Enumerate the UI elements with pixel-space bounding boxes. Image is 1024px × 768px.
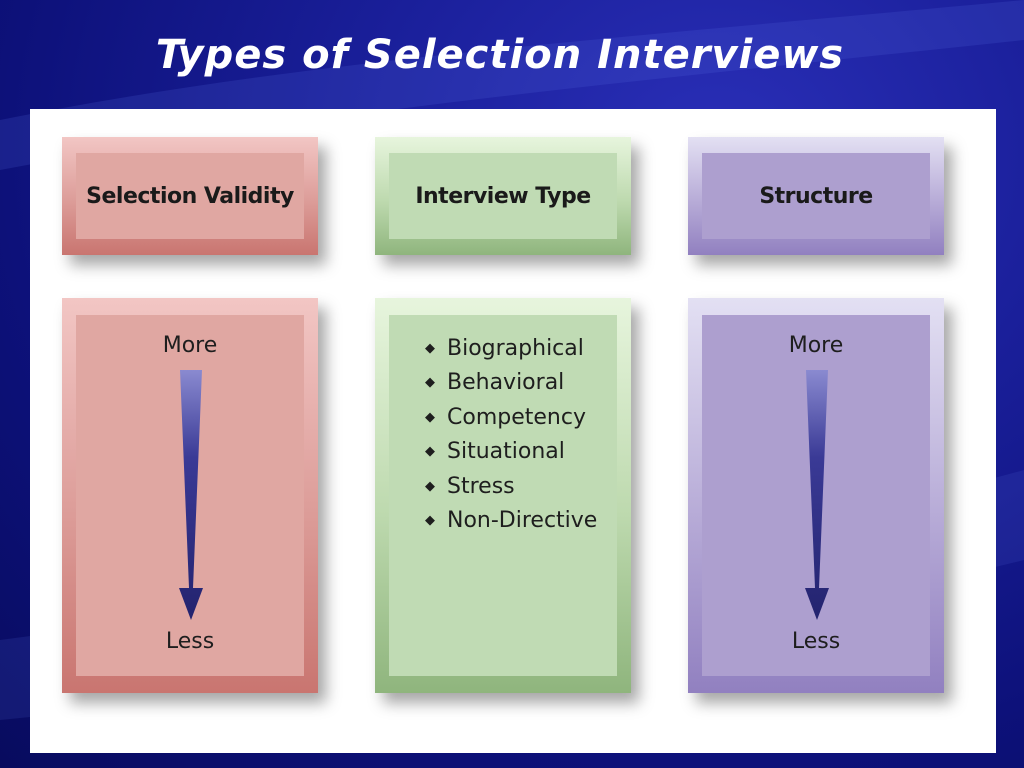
content-panel: Selection Validity Interview Type Struct… [30, 109, 996, 753]
diamond-icon: ◆ [425, 340, 435, 356]
list-item: ◆Stress [425, 473, 515, 499]
diamond-icon: ◆ [425, 478, 435, 494]
down-arrow-icon [805, 370, 829, 620]
selection-validity-header-card: Selection Validity [62, 137, 318, 255]
structure-more-label: More [788, 333, 844, 358]
interview-type-header: Interview Type [415, 183, 591, 209]
diamond-icon: ◆ [425, 444, 435, 460]
selection-validity-more-label: More [162, 333, 218, 358]
structure-header: Structure [759, 183, 873, 209]
diamond-icon: ◆ [425, 513, 435, 529]
down-arrow-icon [179, 370, 203, 620]
structure-header-card: Structure [688, 137, 944, 255]
interview-type-header-card: Interview Type [375, 137, 631, 255]
list-item: ◆Behavioral [425, 370, 565, 396]
diamond-icon: ◆ [425, 375, 435, 391]
page-title: Types of Selection Interviews [155, 32, 845, 78]
diamond-icon: ◆ [425, 409, 435, 425]
structure-body-card: More Less [688, 298, 944, 693]
interview-type-list: ◆Biographical ◆Behavioral ◆Competency ◆S… [425, 331, 597, 538]
list-item: ◆Situational [425, 439, 565, 465]
selection-validity-body-card: More Less [62, 298, 318, 693]
selection-validity-header: Selection Validity [86, 183, 294, 209]
interview-type-body-card: ◆Biographical ◆Behavioral ◆Competency ◆S… [375, 298, 631, 693]
structure-less-label: Less [791, 629, 841, 654]
selection-validity-less-label: Less [165, 629, 215, 654]
list-item: ◆Non-Directive [425, 508, 598, 534]
list-item: ◆Biographical [425, 335, 584, 361]
list-item: ◆Competency [425, 404, 586, 430]
